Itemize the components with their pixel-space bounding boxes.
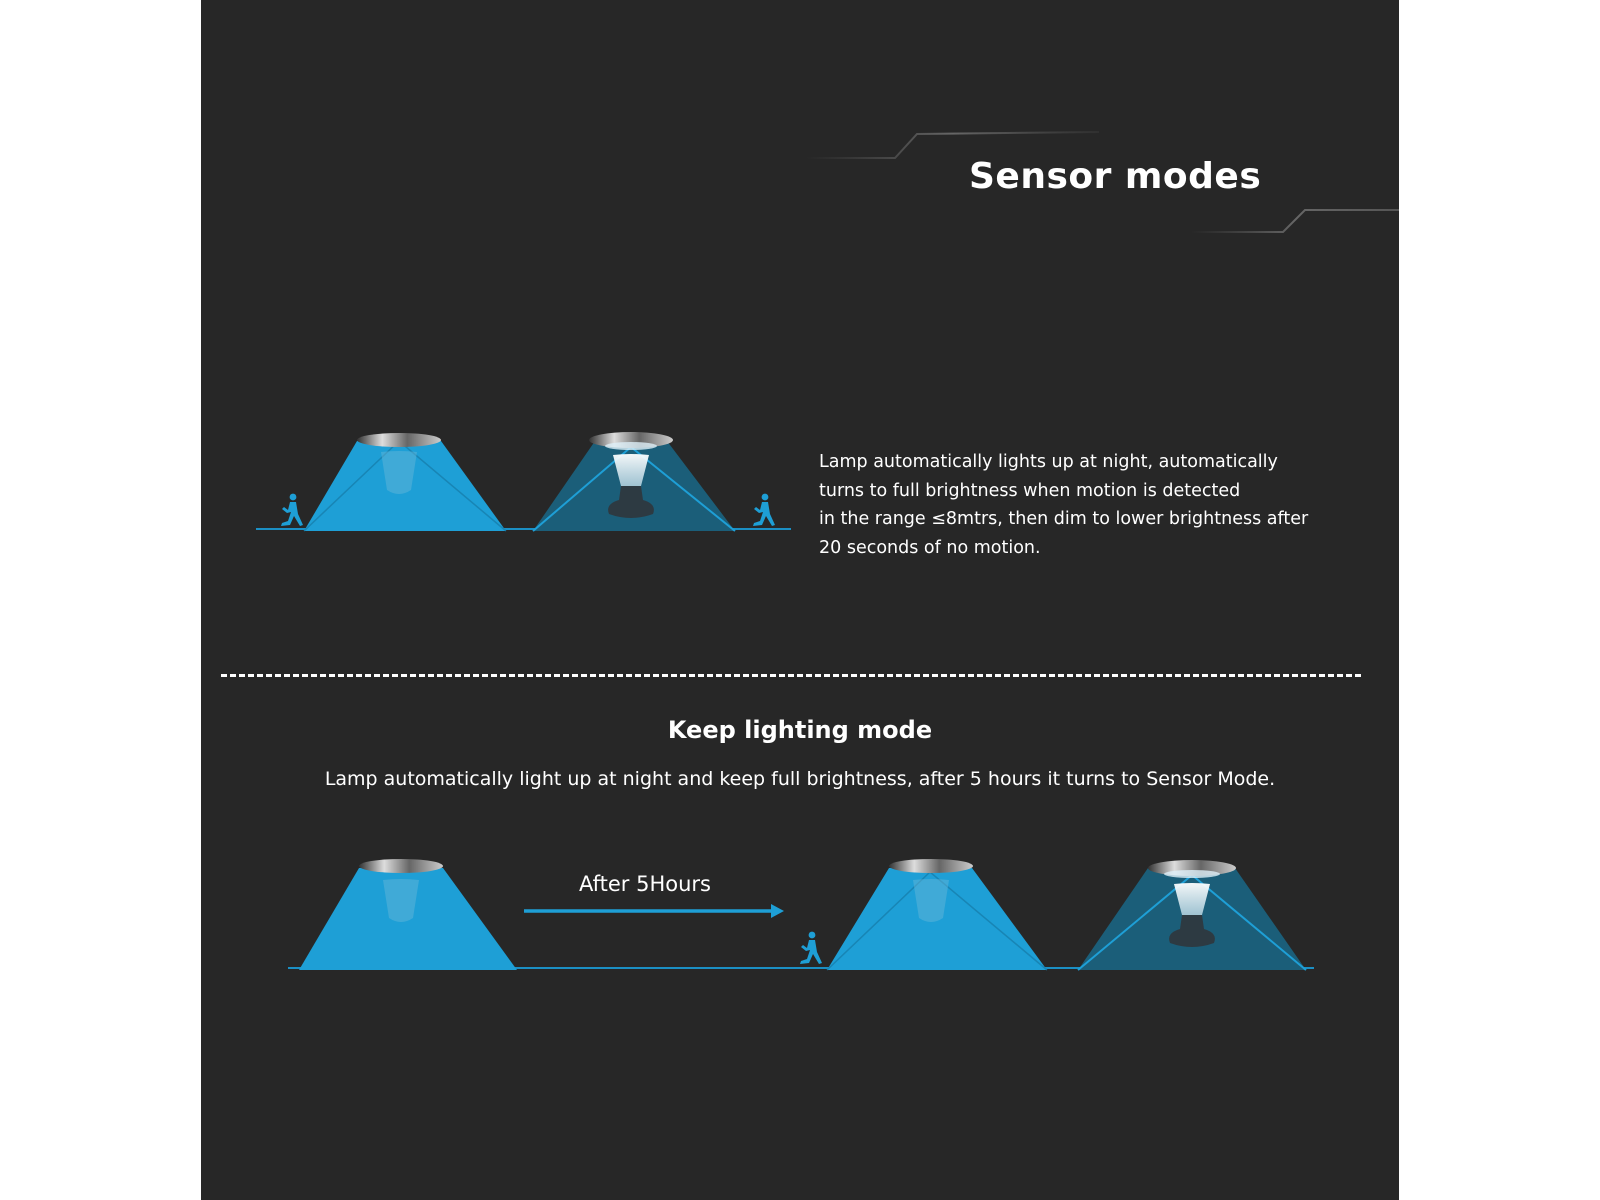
lamp-icon xyxy=(1169,915,1215,947)
description-line: Lamp automatically lights up at night, a… xyxy=(819,452,1278,472)
decorative-lines xyxy=(806,131,1399,233)
lamp-icon xyxy=(608,486,654,518)
lamp-bright-1 xyxy=(303,433,507,532)
section-divider xyxy=(221,674,1361,677)
sensor-mode-illustration xyxy=(256,432,791,532)
lamp-bright-2 xyxy=(299,859,517,970)
page-title: Sensor modes xyxy=(969,156,1262,197)
lamp-glow xyxy=(1174,883,1210,918)
description-line: in the range ≤8mtrs, then dim to lower b… xyxy=(819,509,1309,529)
sensor-mode-description: Lamp automatically lights up at night, a… xyxy=(819,448,1339,562)
keep-mode-illustration xyxy=(288,859,1314,971)
product-panel: Sensor modes Lamp automatically lights u… xyxy=(201,0,1399,1200)
lamp-dim-2 xyxy=(1077,860,1307,971)
lamp-bright-3 xyxy=(826,859,1048,971)
keep-lighting-title: Keep lighting mode xyxy=(667,716,933,744)
lamp-icon xyxy=(383,879,419,922)
arrow-right-icon xyxy=(524,904,784,918)
light-cone xyxy=(304,441,506,531)
lamp-dim-1 xyxy=(532,432,736,532)
runner-icon xyxy=(753,493,775,526)
light-cone xyxy=(299,868,517,970)
description-line: turns to full brightness when motion is … xyxy=(819,480,1241,501)
description-line: 20 seconds of no motion. xyxy=(819,537,1041,558)
runner-icon xyxy=(281,493,303,526)
light-cone xyxy=(827,868,1047,970)
lamp-glow xyxy=(613,454,649,489)
lamp-icon xyxy=(913,879,949,922)
arrow-label: After 5Hours xyxy=(579,872,711,896)
runner-icon xyxy=(800,931,822,964)
lamp-icon xyxy=(381,451,417,494)
keep-lighting-description: Lamp automatically light up at night and… xyxy=(324,768,1276,790)
